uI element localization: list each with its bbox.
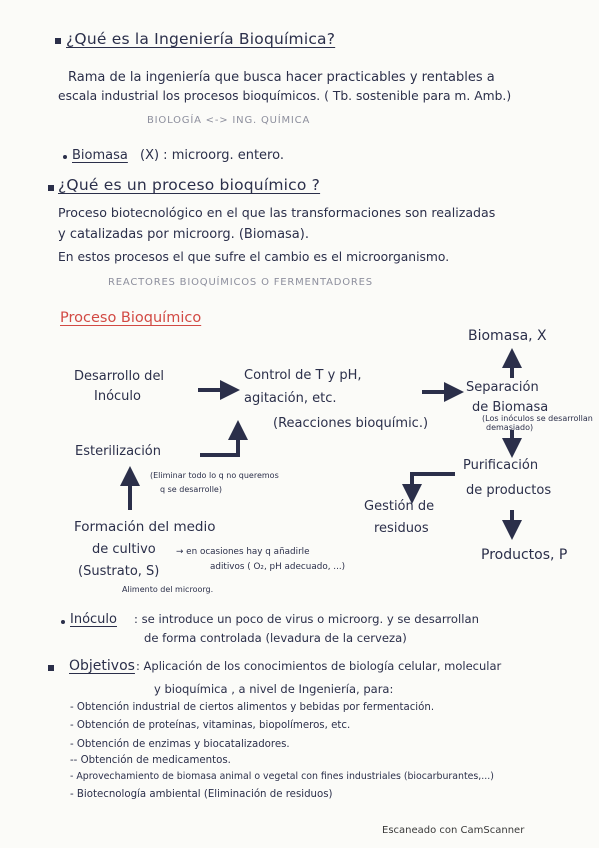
node-inoculo-line-1: Desarrollo del bbox=[74, 369, 165, 384]
node-formacion-line-2: de cultivo bbox=[92, 542, 156, 557]
q1-answer-line-1: Rama de la ingeniería que busca hacer pr… bbox=[68, 70, 495, 85]
q2-answer-line-1: Proceso biotecnológico en el que las tra… bbox=[58, 205, 496, 220]
bullet-dot-icon bbox=[63, 155, 67, 159]
q2-answer-line-2: y catalizadas por microorg. (Biomasa). bbox=[58, 227, 309, 242]
node-productos: Productos, P bbox=[481, 547, 568, 563]
objetivo-item-3: - Obtención de enzimas y biocatalizadore… bbox=[70, 739, 290, 750]
node-separacion-line-2: de Biomasa bbox=[472, 400, 549, 415]
formacion-note-line-2: aditivos ( O₂, pH adecuado, ...) bbox=[210, 562, 346, 572]
objetivos-line-2: y bioquímica , a nivel de Ingeniería, pa… bbox=[154, 682, 394, 696]
separacion-note-line-2: demasiado) bbox=[486, 423, 534, 432]
node-control-line-3: (Reacciones bioquímic.) bbox=[273, 416, 429, 431]
node-biomasa-x: Biomasa, X bbox=[468, 328, 547, 344]
bullet-square-icon bbox=[48, 665, 54, 671]
sustrato-note: Alimento del microorg. bbox=[122, 585, 214, 594]
node-formacion-line-1: Formación del medio bbox=[74, 519, 216, 535]
q1-faint-note: BIOLOGÍA <-> ING. QUÍMICA bbox=[147, 115, 311, 126]
node-control-line-2: agitación, etc. bbox=[244, 391, 337, 406]
objetivos-line-1: : Aplicación de los conocimientos de bio… bbox=[136, 659, 502, 673]
formacion-note-line-1: → en ocasiones hay q añadirle bbox=[176, 547, 310, 557]
bullet-dot-icon bbox=[61, 620, 65, 624]
node-control-line-1: Control de T y pH, bbox=[244, 368, 362, 383]
esterilizacion-note-line-1: (Eliminar todo lo q no queremos bbox=[150, 471, 279, 480]
inoculo-term: Inóculo bbox=[70, 612, 117, 627]
objetivo-item-6: - Biotecnología ambiental (Eliminación d… bbox=[70, 789, 333, 800]
diagram-heading: Proceso Bioquímico bbox=[60, 310, 202, 326]
objetivo-item-5: - Aprovechamiento de biomasa animal o ve… bbox=[70, 771, 494, 782]
objetivo-item-1: - Obtención industrial de ciertos alimen… bbox=[70, 702, 435, 713]
node-inoculo-line-2: Inóculo bbox=[94, 389, 141, 404]
node-esterilizacion: Esterilización bbox=[75, 444, 162, 459]
node-sustrato: (Sustrato, S) bbox=[78, 564, 160, 579]
esterilizacion-note-line-2: q se desarrolle) bbox=[160, 485, 222, 494]
q2-answer-line-3: En estos procesos el que sufre el cambio… bbox=[58, 250, 450, 264]
bullet-square-icon bbox=[48, 185, 54, 191]
separacion-note-line-1: (Los inóculos se desarrollan bbox=[482, 414, 593, 423]
scanner-footer: Escaneado con CamScanner bbox=[382, 825, 525, 836]
biomasa-term: Biomasa bbox=[72, 148, 128, 163]
node-purificacion-line-2: de productos bbox=[466, 483, 552, 498]
arrow-purificacion-to-gestion bbox=[402, 472, 455, 504]
arrow-esterilizacion-to-control bbox=[200, 420, 248, 457]
question-ingenieria-title: ¿Qué es la Ingeniería Bioquímica? bbox=[66, 30, 336, 48]
node-purificacion-line-1: Purificación bbox=[463, 458, 539, 473]
objetivos-term: Objetivos bbox=[69, 658, 135, 674]
inoculo-line-1: : se introduce un poco de virus o microo… bbox=[134, 612, 479, 626]
bullet-square-icon bbox=[55, 38, 61, 44]
node-gestion-line-1: Gestión de bbox=[364, 499, 435, 514]
objetivo-item-4: -- Obtención de medicamentos. bbox=[70, 755, 231, 766]
node-separacion-line-1: Separación bbox=[466, 380, 539, 395]
q2-faint-note: REACTORES BIOQUÍMICOS O FERMENTADORES bbox=[108, 277, 373, 288]
node-gestion-line-2: residuos bbox=[374, 521, 429, 536]
question-proceso-title: ¿Qué es un proceso bioquímico ? bbox=[58, 176, 321, 194]
objetivo-item-2: - Obtención de proteínas, vitaminas, bio… bbox=[70, 720, 351, 731]
biomasa-definition: (X) : microorg. entero. bbox=[140, 148, 284, 163]
q1-answer-line-2: escala industrial los procesos bioquímic… bbox=[58, 89, 512, 103]
inoculo-line-2: de forma controlada (levadura de la cerv… bbox=[144, 631, 407, 645]
